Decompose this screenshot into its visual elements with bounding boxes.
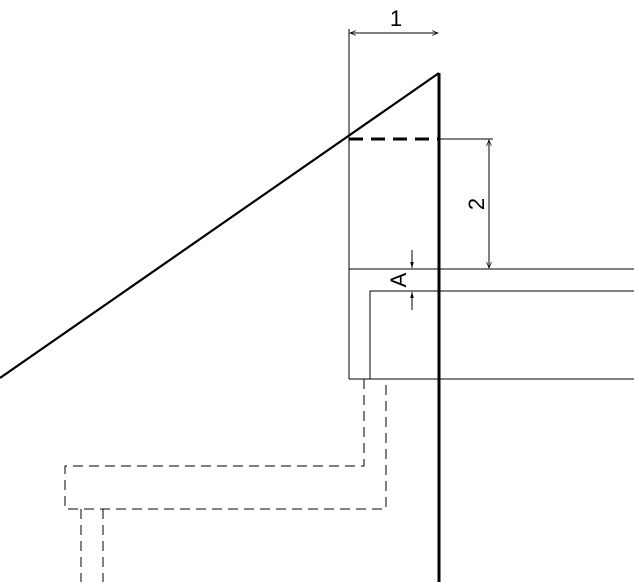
hidden-structure	[64, 379, 387, 582]
dimension-a-label: A	[386, 272, 411, 287]
inner-floor-line	[369, 290, 634, 379]
hidden-beam-outline	[64, 379, 387, 510]
dimension-2-label: 2	[464, 198, 489, 210]
dimension-1-label: 1	[390, 6, 402, 31]
roof-slope-line	[0, 72, 440, 379]
